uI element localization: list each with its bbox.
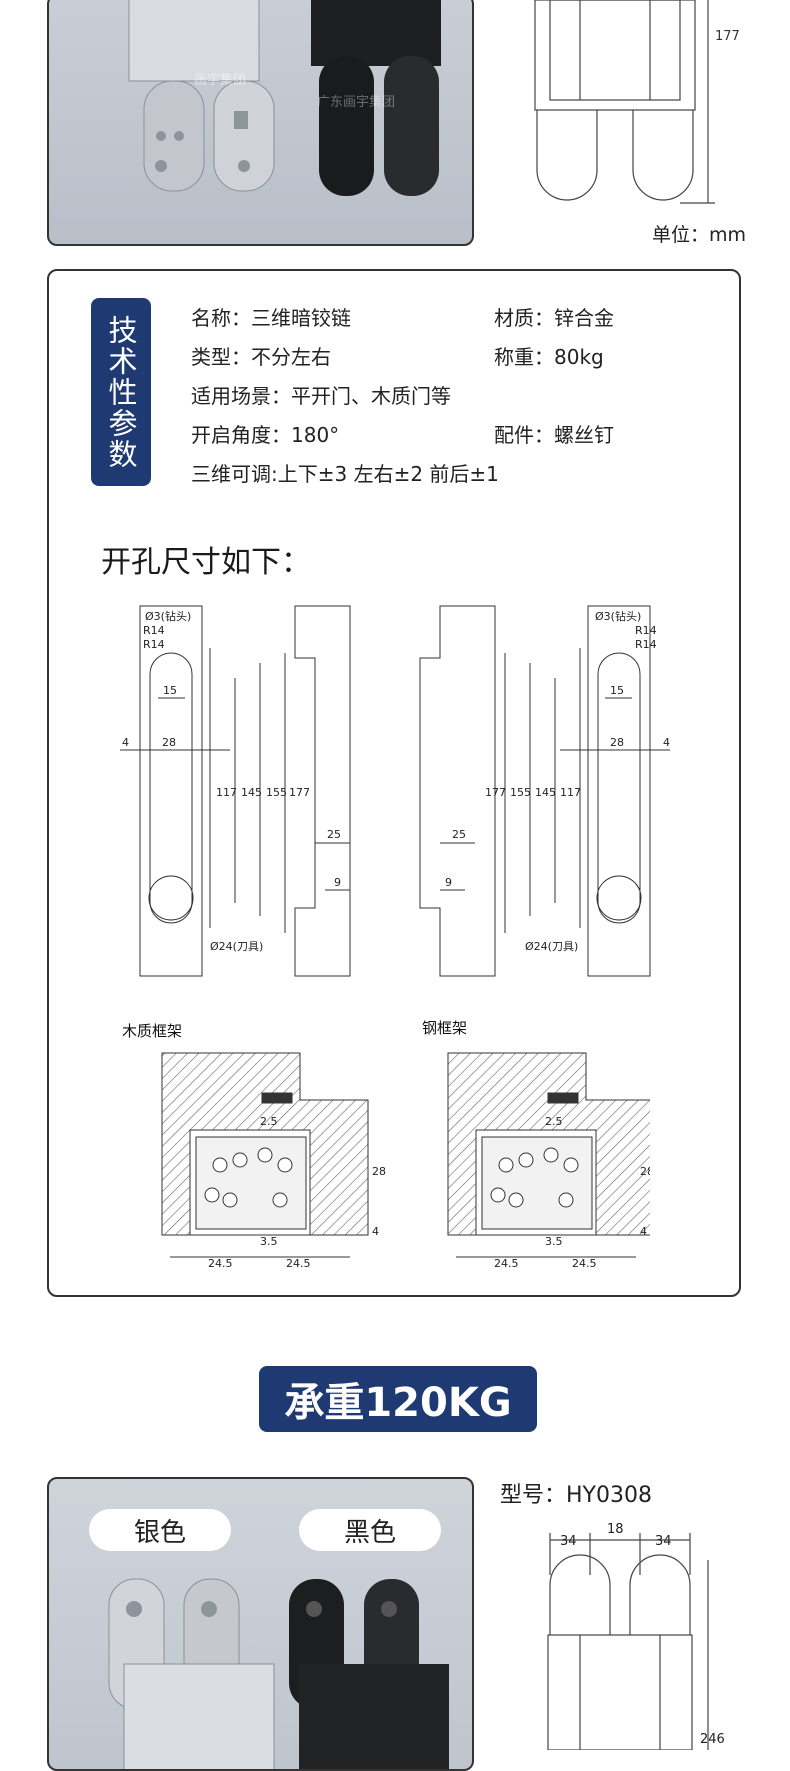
right-drill-label: Ø3(钻头) [595, 609, 641, 623]
left-w4-label: 4 [122, 736, 129, 749]
spec-row-1-right: 材质：锌合金 [494, 306, 614, 330]
bottom-dimension-drawing: 34 18 34 246 [547, 1522, 725, 1750]
left-r2-label: R14 [143, 638, 165, 651]
spec-row-4-right: 配件：螺丝钉 [494, 423, 614, 447]
left-h117-label: 117 [216, 786, 237, 799]
watermark-1: 画宇集团 [194, 72, 246, 88]
silver-label: 银色 [89, 1509, 231, 1551]
spec-row-5-left: 三维可调:上下±3 左右±2 前后±1 [191, 462, 499, 486]
left-r1-label: R14 [143, 624, 165, 637]
left-tool-label: Ø24(刀具) [210, 940, 263, 953]
top-product-photo: 画宇集团 广东画宇集团 [47, 0, 474, 246]
black-label: 黑色 [299, 1509, 441, 1551]
unit-label: 单位：mm [652, 224, 747, 246]
right-h177-label: 177 [485, 786, 506, 799]
top-dimension-drawing: 177 [534, 0, 740, 204]
right-h155-label: 155 [510, 786, 531, 799]
right-r1-label: R14 [635, 624, 657, 637]
wood-h4-label: 4 [372, 1225, 379, 1238]
wood-w2-label: 24.5 [286, 1257, 311, 1270]
hinge-photo-illustration-bottom [108, 1578, 449, 1769]
steel-h4-label: 4 [640, 1225, 647, 1238]
steel-g35-label: 3.5 [545, 1235, 563, 1248]
bottom-product-photo: 银色 黑色 [47, 1477, 474, 1771]
left-h177-label: 177 [289, 786, 310, 799]
wood-h28-label: 28 [372, 1165, 386, 1178]
hinge-photo-illustration: 画宇集团 广东画宇集团 [128, 0, 441, 196]
steel-w2-label: 24.5 [572, 1257, 597, 1270]
side-left-d25: 25 [327, 828, 341, 841]
dimension-177: 177 [715, 29, 740, 44]
right-w15-label: 15 [610, 684, 624, 697]
frame-cross-sections: 2.5 28 4 3.5 24.5 24.5 2.5 28 4 3.5 24.5… [161, 1052, 650, 1270]
spec-row-2-right: 称重：80kg [494, 345, 604, 369]
right-h117-label: 117 [560, 786, 581, 799]
wood-w1-label: 24.5 [208, 1257, 233, 1270]
spec-row-2-left: 类型：不分左右 [191, 345, 331, 369]
hole-dimension-drawings: Ø3(钻头) R14 R14 15 4 28 117 145 155 177 Ø… [120, 605, 670, 977]
dim-18: 18 [607, 1522, 624, 1537]
left-h155-label: 155 [266, 786, 287, 799]
steel-w1-label: 24.5 [494, 1257, 519, 1270]
spec-tag-label: 技术性参数 [104, 314, 138, 470]
dim-246: 246 [700, 1732, 725, 1747]
side-left-d9: 9 [334, 876, 341, 889]
wood-frame-label: 木质框架 [122, 1022, 183, 1040]
left-w15-label: 15 [163, 684, 177, 697]
spec-row-3-left: 适用场景：平开门、木质门等 [191, 384, 451, 408]
wood-gap-label: 2.5 [260, 1115, 278, 1128]
wood-g35-label: 3.5 [260, 1235, 278, 1248]
right-w28-label: 28 [610, 736, 624, 749]
side-right-d25: 25 [452, 828, 466, 841]
steel-frame-label: 钢框架 [422, 1019, 468, 1037]
spec-row-1-left: 名称：三维暗铰链 [191, 306, 351, 330]
dim-34-left: 34 [560, 1534, 577, 1549]
steel-gap-label: 2.5 [545, 1115, 563, 1128]
spec-row-4-left: 开启角度：180° [191, 423, 340, 447]
right-w4-label: 4 [663, 736, 670, 749]
right-tool-label: Ø24(刀具) [525, 940, 578, 953]
side-right-d9: 9 [445, 876, 452, 889]
dim-34-right: 34 [655, 1534, 672, 1549]
holes-title: 开孔尺寸如下： [101, 545, 311, 580]
right-r2-label: R14 [635, 638, 657, 651]
left-h145-label: 145 [241, 786, 262, 799]
left-w28-label: 28 [162, 736, 176, 749]
load-capacity-banner: 承重120KG [259, 1366, 537, 1432]
steel-h28-label: 28 [640, 1165, 650, 1178]
model-label: 型号：HY0308 [500, 1483, 652, 1508]
watermark-2: 广东画宇集团 [317, 94, 395, 110]
left-drill-label: Ø3(钻头) [145, 609, 191, 623]
spec-tag: 技术性参数 [91, 298, 151, 486]
right-h145-label: 145 [535, 786, 556, 799]
